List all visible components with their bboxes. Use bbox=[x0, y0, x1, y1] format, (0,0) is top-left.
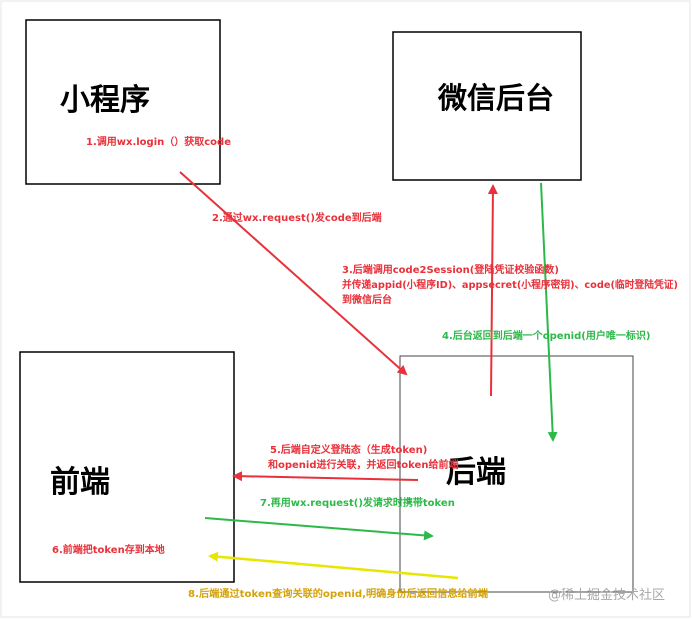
step3-label-line3: 到微信后台 bbox=[342, 293, 392, 306]
step3-label-line2: 并传递appid(小程序ID)、appsecret(小程序密钥)、code(临时… bbox=[342, 278, 678, 291]
arrow-step7 bbox=[204, 517, 434, 541]
arrow-step2 bbox=[179, 171, 408, 376]
step8-label: 8.后端通过token查询关联的openid,明确身份后返回信息给前端 bbox=[188, 587, 488, 600]
backend-label: 后端 bbox=[446, 455, 506, 490]
step4-label: 4.后台返回到后端一个openid(用户唯一标识) bbox=[442, 329, 650, 342]
step3-label-line1: 3.后端调用code2Session(登陆凭证校验函数) bbox=[342, 263, 559, 276]
wechat-backend-box: 微信后台 bbox=[392, 31, 582, 181]
miniprogram-box: 小程序 bbox=[25, 19, 221, 185]
step7-label: 7.再用wx.request()发请求时携带token bbox=[260, 496, 455, 509]
step1-label: 1.调用wx.login（）获取code bbox=[86, 135, 231, 148]
wechat-backend-label: 微信后台 bbox=[437, 81, 554, 115]
arrow-step3 bbox=[487, 184, 498, 397]
miniprogram-label: 小程序 bbox=[60, 83, 150, 118]
step2-label: 2.通过wx.request()发code到后端 bbox=[212, 211, 382, 224]
step5-label-line1: 5.后端自定义登陆态（生成token) bbox=[270, 443, 427, 456]
step5-label-line2: 和openid进行关联，并返回token给前端 bbox=[267, 458, 458, 471]
arrow-step4 bbox=[540, 182, 558, 442]
arrow-step5 bbox=[232, 471, 419, 482]
step6-label: 6.前端把token存到本地 bbox=[52, 543, 165, 556]
backend-box: 后端 bbox=[399, 355, 634, 593]
frontend-label: 前端 bbox=[50, 465, 110, 500]
frontend-box: 前端 bbox=[19, 351, 235, 583]
watermark: @稀土掘金技术社区 bbox=[548, 587, 665, 603]
arrow-step8 bbox=[208, 551, 459, 580]
